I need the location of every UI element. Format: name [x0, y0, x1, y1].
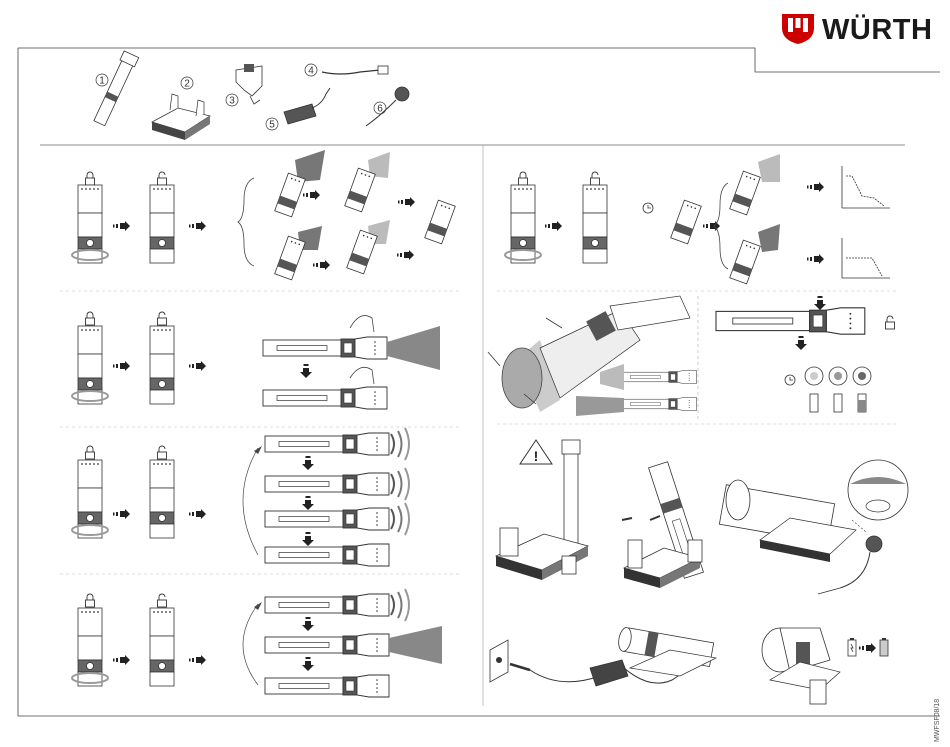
step-row-3	[72, 428, 409, 566]
left-steps	[60, 150, 462, 697]
parts-overview: 1 2 3 4 5 6	[92, 51, 409, 140]
part-label-1: 1	[99, 76, 105, 87]
cycle-arrow	[243, 448, 258, 555]
arrow-icon	[398, 197, 415, 207]
lock-closed-icon	[86, 172, 95, 185]
part-label-5: 5	[269, 120, 275, 131]
timer-mode-section	[505, 154, 890, 284]
battery-check-section	[716, 296, 895, 412]
part-label-4: 4	[308, 66, 314, 77]
document-code: MWFSF08/18	[934, 690, 946, 740]
document-code-text: MWFSF08/18	[934, 699, 941, 742]
brightness-chart-2	[842, 238, 890, 278]
light-beam	[387, 326, 440, 370]
lock-open-icon	[158, 172, 167, 185]
battery-charging-icon	[848, 638, 856, 656]
part-charging-cradle	[152, 94, 210, 140]
part-flashlight	[92, 51, 139, 127]
battery-full-icon	[880, 638, 888, 656]
focus-section	[488, 296, 698, 420]
charging-indicator-section	[762, 628, 888, 704]
hand-press	[350, 367, 374, 384]
arrow-icon	[397, 250, 414, 260]
hand-press	[350, 316, 374, 332]
frame-top-line	[18, 48, 940, 72]
step-row-1	[72, 150, 455, 280]
part-power-adapter	[284, 88, 330, 124]
part-holder-clip	[236, 64, 262, 104]
part-car-cable	[322, 70, 380, 74]
clock-icon	[785, 375, 795, 385]
mains-charging-section	[490, 627, 716, 686]
svg-text:!: !	[534, 448, 539, 464]
warning-icon: !	[520, 440, 552, 464]
part-label-3: 3	[229, 96, 235, 107]
cradle-section: !	[496, 440, 908, 594]
part-label-2: 2	[184, 79, 190, 90]
arrow-icon	[113, 221, 130, 231]
brightness-chart-1	[842, 166, 890, 208]
step-row-4	[72, 589, 442, 697]
cradle-connection	[719, 460, 908, 594]
part-charging-connector	[366, 87, 409, 126]
clock-icon	[643, 203, 653, 213]
arrow-icon	[313, 260, 330, 270]
step-row-2	[72, 312, 440, 409]
arrow-icon	[303, 190, 320, 200]
arrow-icon	[189, 221, 206, 231]
